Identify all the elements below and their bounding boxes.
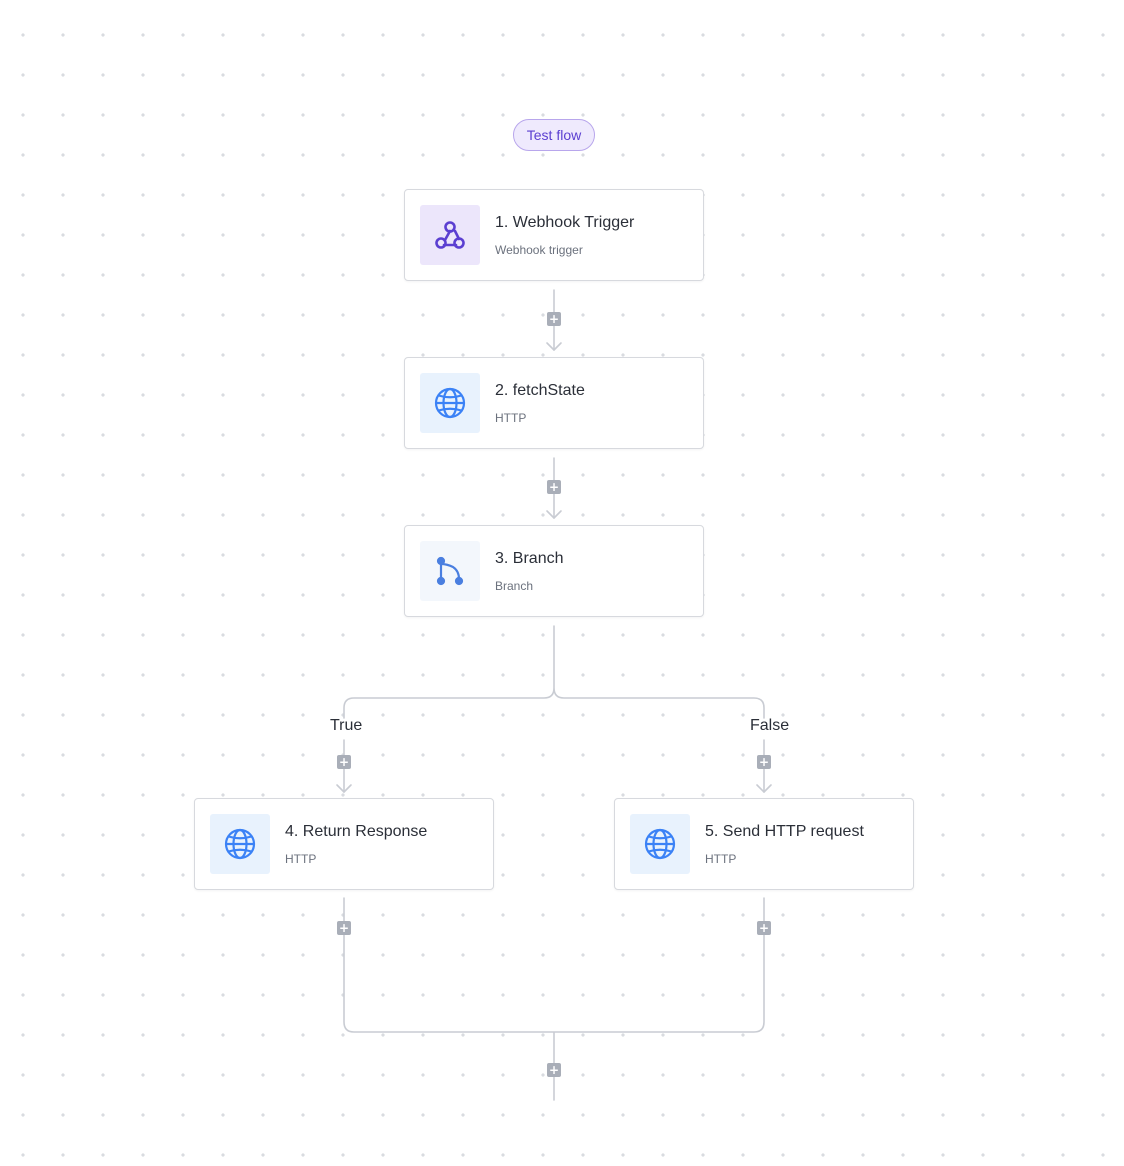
step-icon-container (420, 541, 480, 601)
step-node-return-response[interactable]: 4. Return Response HTTP (194, 798, 494, 890)
globe-icon (224, 828, 256, 860)
step-icon-container (210, 814, 270, 874)
step-node-fetchstate[interactable]: 2. fetchState HTTP (404, 357, 704, 449)
arrow-head-5 (756, 784, 772, 793)
add-step-button-after-2[interactable]: + (547, 480, 561, 494)
add-step-button-after-1[interactable]: + (547, 312, 561, 326)
step-title: 4. Return Response (285, 823, 428, 840)
step-title: 2. fetchState (495, 382, 585, 399)
step-type: Webhook trigger (495, 243, 583, 257)
branch-split-connector (343, 625, 765, 719)
step-type: HTTP (495, 411, 527, 425)
arrow-head-3 (546, 510, 562, 519)
webhook-icon (435, 221, 465, 249)
step-icon-container (420, 205, 480, 265)
step-title: 1. Webhook Trigger (495, 214, 635, 231)
test-flow-button[interactable]: Test flow (513, 119, 595, 151)
globe-icon (434, 387, 466, 419)
step-icon-container (630, 814, 690, 874)
add-step-button-after-merge[interactable]: + (547, 1063, 561, 1077)
step-type: HTTP (285, 852, 317, 866)
add-step-button-after-4[interactable]: + (337, 921, 351, 935)
globe-icon (644, 828, 676, 860)
step-title: 5. Send HTTP request (705, 823, 864, 840)
step-title: 3. Branch (495, 550, 564, 567)
step-node-branch[interactable]: 3. Branch Branch (404, 525, 704, 617)
step-node-send-http-request[interactable]: 5. Send HTTP request HTTP (614, 798, 914, 890)
step-type: Branch (495, 579, 534, 593)
step-icon-container (420, 373, 480, 433)
arrow-head-2 (546, 342, 562, 351)
step-type: HTTP (705, 852, 737, 866)
branch-icon (436, 556, 464, 586)
step-node-webhook-trigger[interactable]: 1. Webhook Trigger Webhook trigger (404, 189, 704, 281)
add-step-button-true-branch[interactable]: + (337, 755, 351, 769)
add-step-button-false-branch[interactable]: + (757, 755, 771, 769)
arrow-head-4 (336, 784, 352, 793)
branch-label-true: True (330, 717, 363, 734)
branch-label-false: False (750, 717, 790, 734)
add-step-button-after-5[interactable]: + (757, 921, 771, 935)
